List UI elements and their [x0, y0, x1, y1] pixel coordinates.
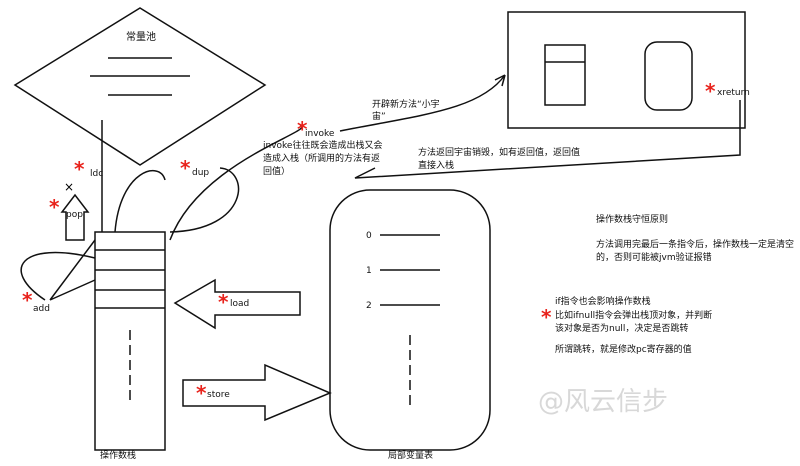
- star-icon: *: [22, 288, 33, 312]
- invoke-arrow: [169, 124, 303, 241]
- watermark: @风云信步: [538, 387, 668, 417]
- operand-stack-title: 操作数栈: [100, 449, 136, 461]
- operand-stack: [94, 231, 166, 451]
- note-text: 回值）: [263, 165, 290, 177]
- star-icon: *: [541, 305, 552, 329]
- constant-pool-title: 常量池: [126, 30, 156, 43]
- note-text: 所谓跳转，就是修改pc寄存器的值: [555, 343, 692, 355]
- load-arrow: [173, 278, 301, 330]
- slot-index: 1: [366, 266, 372, 276]
- op-load: load: [230, 299, 249, 309]
- note-text: 方法返回宇宙销毁，如有返回值，返回值: [418, 146, 580, 158]
- dup-arrow: [114, 170, 166, 233]
- op-add: add: [33, 304, 50, 314]
- add-arrow: [49, 239, 96, 301]
- op-store: store: [207, 390, 230, 400]
- star-icon: *: [196, 381, 207, 405]
- star-icon: *: [74, 157, 85, 181]
- note-text: 宙”: [372, 110, 386, 122]
- op-xreturn: xreturn: [717, 88, 750, 98]
- add-arrow: [20, 251, 96, 301]
- constant-pool-diamond: [13, 7, 267, 166]
- slot-index: 2: [366, 301, 372, 311]
- note-text: 方法调用完最后一条指令后，操作数栈一定是清空: [596, 238, 794, 250]
- op-pop: pop: [66, 210, 83, 220]
- note-text: invoke往往既会造成出栈又会: [263, 139, 382, 151]
- note-text: 操作数栈守恒原则: [596, 213, 668, 225]
- slot-index: 0: [366, 231, 372, 241]
- diagram-line: [644, 41, 693, 111]
- invoke-arrow: [339, 74, 506, 132]
- local-variable-table-title: 局部变量表: [388, 449, 433, 461]
- op-ldc: ldc: [90, 169, 103, 179]
- note-text: 直接入栈: [418, 159, 454, 171]
- diagram-line: [544, 44, 586, 106]
- note-text: if指令也会影响操作数栈: [555, 295, 651, 307]
- return-arrow: [354, 100, 741, 179]
- star-icon: *: [218, 290, 229, 314]
- dup-arrow: [169, 167, 240, 233]
- star-icon: *: [705, 79, 716, 103]
- note-text: 该对象是否为null，决定是否跳转: [555, 322, 688, 334]
- local-variable-table: [329, 189, 491, 451]
- note-text: 造成入栈（所调用的方法有返: [263, 152, 380, 164]
- note-text: 开辟新方法“小宇: [372, 98, 440, 110]
- note-text: 比如ifnull指令会弹出栈顶对象，并判断: [555, 309, 712, 321]
- store-arrow: [182, 363, 332, 422]
- op-dup: dup: [192, 168, 209, 178]
- x-mark-icon: ×: [64, 180, 74, 194]
- star-icon: *: [180, 156, 191, 180]
- star-icon: *: [49, 195, 60, 219]
- note-text: 的，否则可能被jvm验证报错: [596, 251, 712, 263]
- op-invoke: invoke: [305, 129, 335, 139]
- new-frame: [507, 11, 746, 129]
- star-icon: *: [297, 117, 308, 141]
- pop-arrow: [60, 193, 90, 241]
